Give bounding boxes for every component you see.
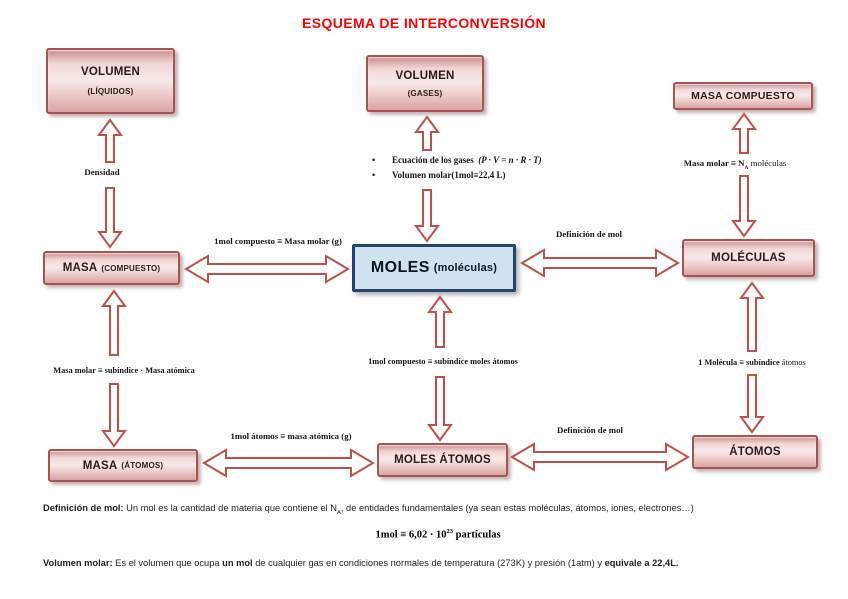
arrow-molesatomos-atomos-horizontal bbox=[510, 442, 690, 472]
box-moles-main: MOLES bbox=[370, 259, 430, 276]
box-masa-compuesto-top: MASA COMPUESTO bbox=[673, 82, 813, 110]
box-moles-atomos: MOLES ÁTOMOS bbox=[377, 443, 508, 477]
arrow-moleculas-atomos-up bbox=[739, 281, 765, 352]
molar-volume-text-2: de cualquier gas en condiciones normales… bbox=[252, 558, 605, 568]
box-volumen-liquidos-title: VOLUMEN bbox=[81, 66, 140, 78]
box-masa-compuesto: MASA (COMPUESTO) bbox=[43, 251, 180, 285]
mol-formula-exponent: 23 bbox=[446, 528, 453, 535]
gas-equation-item: • Ecuación de los gases (P · V = n · R ·… bbox=[370, 153, 610, 168]
label-definicion-mol-bottom: Definición de mol bbox=[557, 425, 623, 435]
label-molecula-subindice: 1 Molécula ≡ subíndice átomos bbox=[662, 358, 842, 368]
label-definicion-mol-top: Definición de mol bbox=[556, 229, 622, 239]
arrow-masa-masaatomos-down bbox=[101, 383, 127, 448]
definition-mol-term: Definición de mol: bbox=[43, 503, 124, 513]
mol-formula-pre: 1mol ≡ 6,02 · 10 bbox=[375, 529, 447, 541]
box-masa-atomos-main: MASA bbox=[82, 459, 118, 472]
box-moleculas: MOLÉCULAS bbox=[682, 239, 815, 277]
box-moles: MOLES (moléculas) bbox=[352, 244, 516, 292]
definition-mol-sub: A bbox=[337, 509, 341, 516]
arrow-liquidos-masa-up bbox=[97, 118, 123, 163]
molar-volume-paragraph: Volumen molar: Es el volumen que ocupa u… bbox=[43, 558, 833, 570]
gas-equation-text: Ecuación de los gases bbox=[392, 155, 474, 165]
molar-volume-bold-2: un mol bbox=[222, 558, 253, 568]
bullet-icon: • bbox=[372, 170, 376, 180]
box-masa-compuesto-sub: (COMPUESTO) bbox=[101, 263, 161, 273]
box-volumen-liquidos: VOLUMEN (LÍQUIDOS) bbox=[46, 48, 175, 114]
box-masa-atomos: MASA (ÁTOMOS) bbox=[48, 449, 198, 482]
box-masa-compuesto-top-label: MASA COMPUESTO bbox=[691, 90, 795, 102]
arrow-masaatomos-molesatomos-horizontal bbox=[202, 448, 375, 478]
label-molecula-subindice-rest: átomos bbox=[779, 358, 806, 367]
arrow-moleculas-atomos-down bbox=[739, 374, 765, 434]
definition-mol-text-2: , de entidades fundamentales (ya sean es… bbox=[340, 503, 694, 513]
box-volumen-gases-subtitle: (GASES) bbox=[407, 88, 443, 98]
box-volumen-liquidos-subtitle: (LÍQUIDOS) bbox=[87, 87, 134, 96]
box-atomos: ÁTOMOS bbox=[692, 435, 818, 469]
arrow-masa-masaatomos-up bbox=[101, 289, 127, 356]
arrow-masacompuesto-moleculas-down bbox=[731, 175, 757, 238]
molar-volume-text-1: Es el volumen que ocupa bbox=[112, 558, 223, 568]
arrow-moles-molesatomos-down bbox=[427, 376, 453, 442]
label-masa-molar-na: Masa molar ≡ NA moléculas bbox=[650, 158, 820, 171]
molar-volume-text: Volumen molar(1mol≡22,4 L) bbox=[392, 170, 506, 180]
page-title: ESQUEMA DE INTERCONVERSIÓN bbox=[301, 15, 547, 31]
arrow-gases-moles-down bbox=[414, 189, 440, 243]
molar-volume-term: Volumen molar: bbox=[43, 558, 113, 568]
gas-equations-list: • Ecuación de los gases (P · V = n · R ·… bbox=[370, 153, 610, 183]
bullet-icon: • bbox=[372, 155, 376, 165]
mol-particles-formula: 1mol ≡ 6,02 · 1023 partículas bbox=[43, 528, 833, 541]
label-mol-compuesto-subindice: 1mol compuesto ≡ subíndice moles átomos bbox=[368, 357, 518, 366]
definition-mol-paragraph: Definición de mol: Un mol es la cantidad… bbox=[43, 503, 833, 517]
arrow-masa-moles-horizontal bbox=[184, 254, 350, 284]
box-volumen-gases-title: VOLUMEN bbox=[395, 69, 455, 82]
box-atomos-label: ÁTOMOS bbox=[729, 446, 781, 458]
box-masa-atomos-sub: (ÁTOMOS) bbox=[121, 461, 164, 470]
box-moles-sub: (moléculas) bbox=[433, 262, 498, 274]
label-masa-molar-na-pre: Masa molar ≡ N bbox=[683, 158, 745, 168]
mol-formula-post: partículas bbox=[452, 529, 501, 541]
arrow-liquidos-masa-down bbox=[97, 187, 123, 249]
label-masa-molar-na-sub: A bbox=[744, 164, 749, 171]
label-masa-molar-na-post: moléculas bbox=[748, 158, 787, 168]
label-masa-molar-subindice: Masa molar ≡ subíndice · Masa atómica bbox=[53, 366, 195, 375]
box-moles-atomos-label: MOLES ÁTOMOS bbox=[394, 454, 491, 466]
arrow-masacompuesto-moleculas-up bbox=[731, 112, 757, 154]
label-molecula-subindice-bold: 1 Molécula ≡ subíndice bbox=[698, 358, 780, 367]
molar-volume-item: • Volumen molar(1mol≡22,4 L) bbox=[370, 168, 610, 183]
arrow-moles-moleculas-horizontal bbox=[520, 248, 680, 278]
label-densidad: Densidad bbox=[84, 167, 120, 177]
box-masa-compuesto-main: MASA bbox=[62, 262, 98, 274]
label-mol-compuesto-masa-molar: 1mol compuesto ≡ Masa molar (g) bbox=[214, 236, 342, 246]
definition-mol-text-1: Un mol es la cantidad de materia que con… bbox=[123, 503, 338, 513]
box-volumen-gases: VOLUMEN (GASES) bbox=[366, 55, 484, 112]
arrow-gases-moles-up bbox=[414, 115, 440, 151]
gas-equation-formula: (P · V = n · R · T) bbox=[478, 155, 542, 165]
box-moleculas-label: MOLÉCULAS bbox=[711, 252, 786, 264]
arrow-moles-molesatomos-up bbox=[427, 295, 453, 348]
molar-volume-bold-3: equivale a 22,4L. bbox=[604, 558, 679, 568]
label-mol-atomos-masa-atomica: 1mol átomos ≡ masa atómica (g) bbox=[230, 431, 352, 441]
